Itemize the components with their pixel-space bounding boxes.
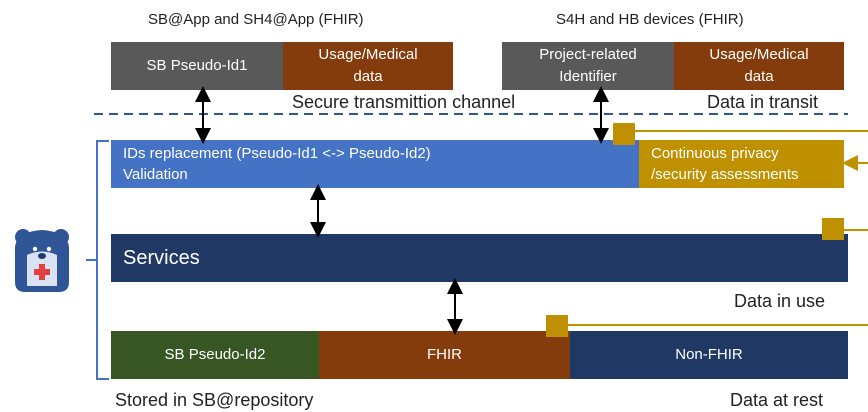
assessment-marker-services: [822, 218, 844, 240]
sb-pseudo-id2-box: SB Pseudo-Id2: [111, 331, 319, 379]
right-source-header: S4H and HB devices (FHIR): [556, 11, 744, 28]
sb-pseudo-id1-box: SB Pseudo-Id1: [111, 42, 283, 90]
left-source-header: SB@App and SH4@App (FHIR): [148, 11, 364, 28]
assessment-marker-storage: [546, 315, 568, 337]
data-in-use-label: Data in use: [734, 291, 826, 311]
privacy-assessment-box: Continuous privacy /security assessments: [639, 140, 844, 188]
ids-replacement-text: IDs replacement (Pseudo-Id1 <-> Pseudo-I…: [123, 145, 431, 162]
non-fhir-storage-box: Non-FHIR: [570, 331, 848, 379]
fhir-storage-box: FHIR: [319, 331, 570, 379]
services-box: Services: [111, 234, 848, 282]
project-identifier-box: Project-related Identifier: [502, 42, 674, 90]
right-usage-data-box: Usage/Medical data: [674, 42, 844, 90]
data-at-rest-label: Data at rest: [730, 390, 824, 410]
validation-text: Validation: [123, 166, 188, 183]
ids-replacement-box: IDs replacement (Pseudo-Id1 <-> Pseudo-I…: [111, 140, 639, 188]
secure-channel-label: Secure transmittion channel: [292, 92, 516, 112]
left-usage-data-box: Usage/Medical data: [283, 42, 453, 90]
assessment-marker-ids: [613, 123, 635, 145]
bear-with-medical-cross-icon: [14, 229, 70, 292]
stored-in-repository-label: Stored in SB@repository: [115, 390, 314, 410]
data-in-transit-label: Data in transit: [707, 92, 819, 112]
system-bracket: [96, 140, 109, 380]
